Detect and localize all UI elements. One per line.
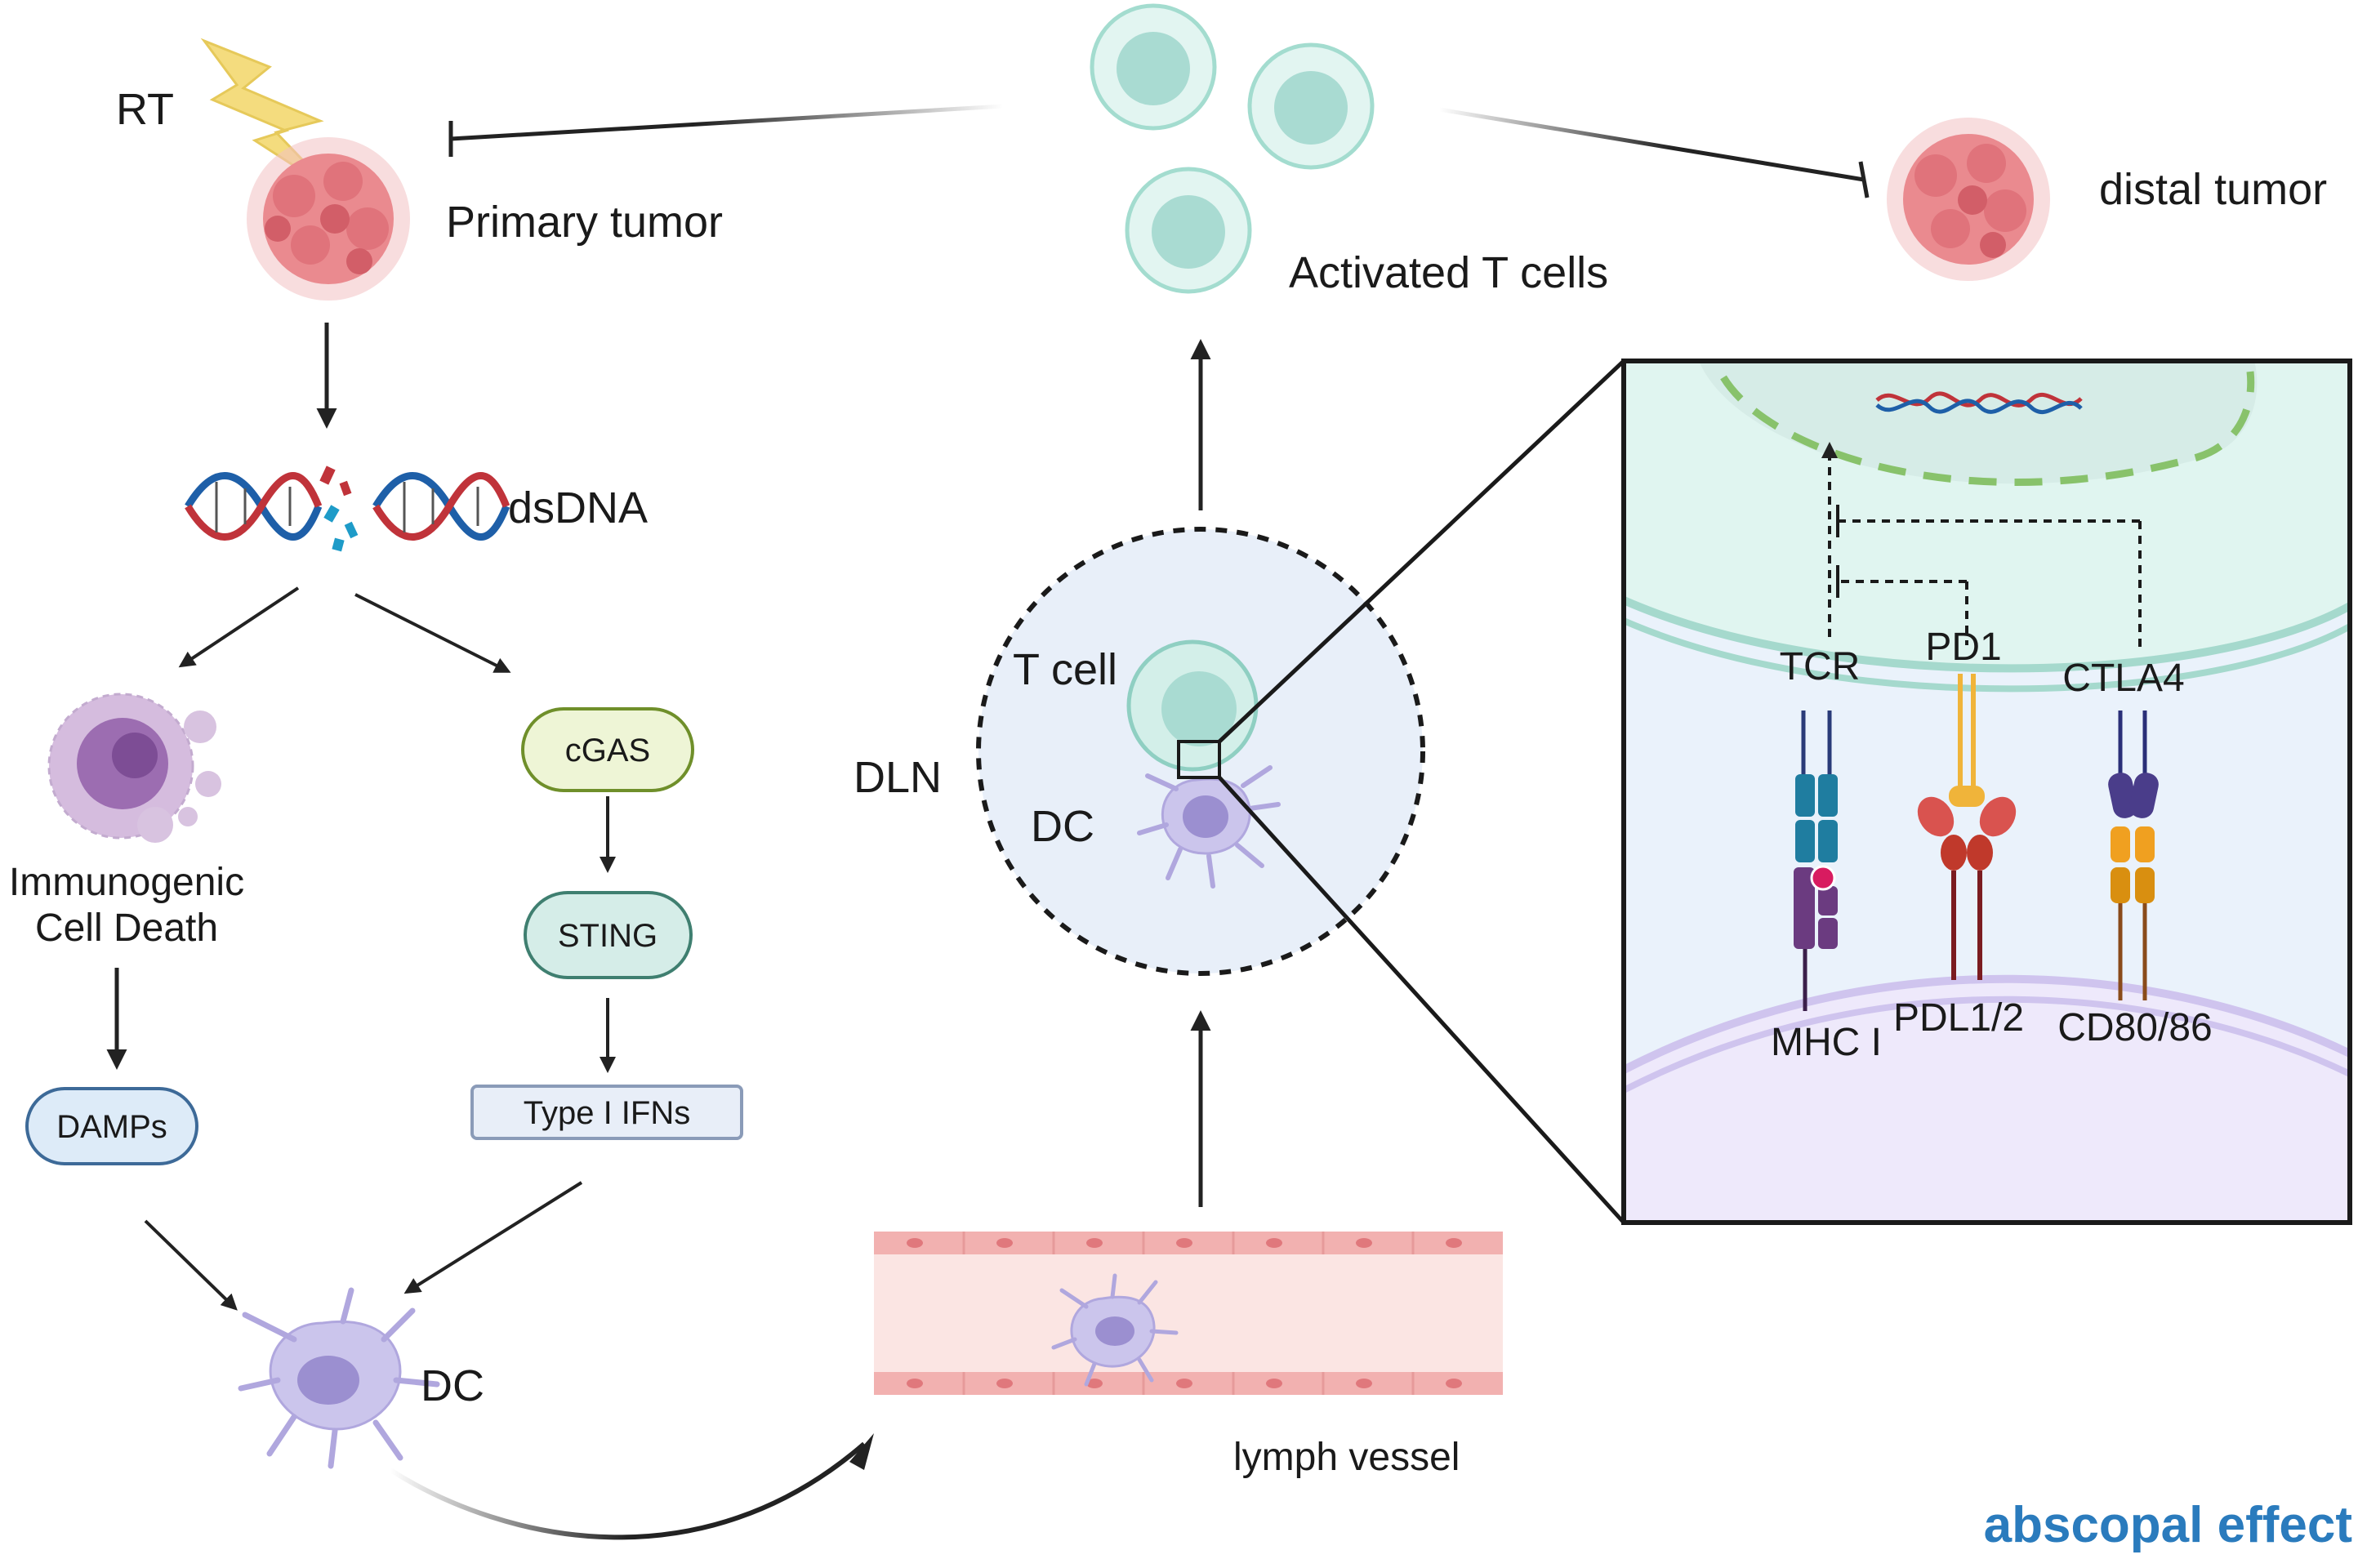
arrow-dsdna-to-cgas bbox=[354, 593, 511, 673]
dsdna-label: dsDNA bbox=[508, 483, 648, 532]
t-cell-label: T cell bbox=[1013, 645, 1117, 694]
type1-ifns-label: Type I IFNs bbox=[524, 1095, 691, 1131]
activated-t-cell-2-icon bbox=[1247, 42, 1375, 170]
sting-label: STING bbox=[558, 918, 657, 954]
dln-label: DLN bbox=[854, 753, 942, 802]
activated-t-cell-1-icon bbox=[1090, 3, 1217, 131]
ctla4-cd80-complex-icon bbox=[2108, 710, 2159, 1000]
activated-t-cell-3-icon bbox=[1125, 167, 1252, 294]
diagram-title: abscopal effect bbox=[1984, 1497, 2352, 1553]
pdl12-label: PDL1/2 bbox=[1893, 996, 2024, 1040]
icd-label-line1: Immunogenic bbox=[9, 861, 244, 904]
cgas-label: cGAS bbox=[565, 733, 650, 768]
type1-ifns-box: Type I IFNs bbox=[470, 1085, 743, 1140]
zoom-connector-bottom bbox=[1218, 776, 1625, 1224]
dying-cell-icon bbox=[47, 693, 221, 843]
ctla4-label: CTLA4 bbox=[2062, 657, 2184, 700]
distal-tumor-label: distal tumor bbox=[2099, 165, 2327, 214]
pd1-label: PD1 bbox=[1925, 626, 2001, 669]
chromatin-dna-icon bbox=[1875, 391, 2083, 414]
lymph-vessel-icon bbox=[874, 1232, 1503, 1395]
distal-tumor-icon bbox=[1887, 118, 2050, 281]
activated-t-cells-label: Activated T cells bbox=[1289, 248, 1608, 297]
dc-label-bottom: DC bbox=[421, 1361, 484, 1410]
dsdna-broken-helix-icon bbox=[185, 466, 510, 552]
dc-node-label: DC bbox=[1031, 802, 1094, 851]
synapse-inset-panel bbox=[1621, 359, 2352, 1225]
dln-dendritic-cell-icon bbox=[1137, 765, 1281, 889]
tcr-label: TCR bbox=[1780, 645, 1861, 688]
inhibit-distal-tumor-line bbox=[1438, 107, 1870, 198]
arrow-damps-to-dc bbox=[144, 1219, 238, 1311]
mhc1-label: MHC I bbox=[1771, 1021, 1882, 1064]
lymph-dendritic-cell-icon bbox=[1051, 1273, 1179, 1387]
primary-tumor-label: Primary tumor bbox=[446, 198, 723, 247]
arrow-ifns-to-dc bbox=[403, 1181, 583, 1294]
dln-t-cell-icon bbox=[1126, 639, 1259, 772]
arrow-dc-to-lymph-vessel bbox=[389, 1433, 874, 1540]
rt-label: RT bbox=[116, 85, 174, 134]
primary-tumor-icon bbox=[247, 137, 410, 301]
cgas-pill: cGAS bbox=[521, 707, 694, 792]
pd1-pdl-complex-icon bbox=[1917, 674, 2017, 980]
damps-pill: DAMPs bbox=[25, 1087, 198, 1165]
zoom-focus-box bbox=[1177, 740, 1221, 779]
lymph-vessel-label: lymph vessel bbox=[1233, 1436, 1460, 1479]
icd-label-line2: Cell Death bbox=[35, 906, 218, 950]
signaling-dashed-lines bbox=[1821, 442, 2142, 652]
inhibit-primary-tumor-line bbox=[448, 104, 1004, 157]
cd8086-label: CD80/86 bbox=[2057, 1006, 2212, 1049]
zoom-connector-top bbox=[1218, 359, 1625, 743]
sting-pill: STING bbox=[524, 891, 693, 979]
arrow-dsdna-to-icd bbox=[178, 586, 300, 668]
tcr-mhc1-complex-icon bbox=[1794, 710, 1838, 1011]
damps-label: DAMPs bbox=[56, 1109, 167, 1145]
dendritic-cell-icon bbox=[238, 1287, 440, 1469]
